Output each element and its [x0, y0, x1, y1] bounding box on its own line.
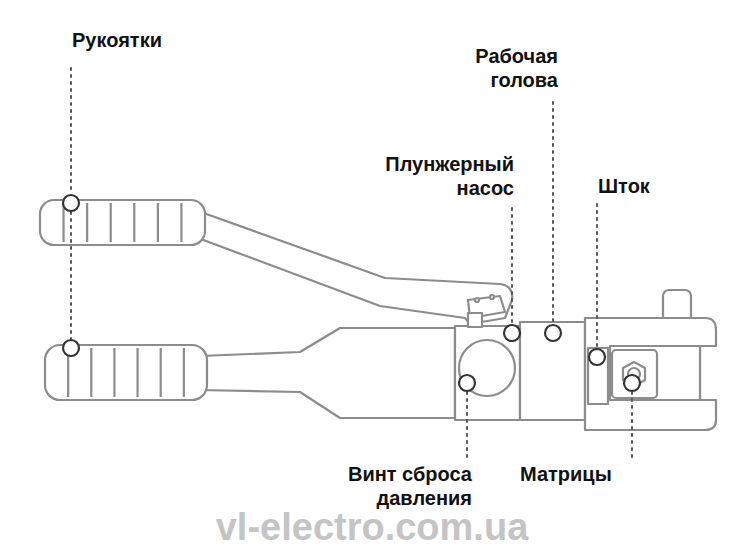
grip-rib [110, 203, 112, 242]
plunger [468, 313, 482, 327]
callout-circle [624, 375, 640, 391]
die-window [610, 346, 700, 400]
grip-rib [183, 348, 185, 397]
callout-circle [545, 325, 561, 341]
grip-rib [113, 348, 115, 397]
pump-disc [459, 340, 515, 396]
leader-line [70, 68, 72, 194]
part-label: Рукоятки [72, 28, 212, 52]
callout-circle [63, 340, 79, 356]
grip-rib [157, 203, 159, 242]
part-label: Шток [598, 174, 698, 198]
leader-line [552, 102, 554, 324]
part-label: Плунжерный насос [379, 152, 514, 200]
watermark: vl-electro.com.ua [216, 507, 529, 547]
part-label: Рабочая голова [443, 44, 558, 92]
rod [588, 348, 608, 404]
grip-rib [160, 348, 162, 397]
lever-hole [475, 298, 479, 302]
leader-line [596, 204, 598, 348]
leader-line [631, 392, 633, 458]
leader-line [466, 392, 468, 458]
die [612, 350, 657, 398]
grip-rib [136, 348, 138, 397]
lower-body [200, 328, 455, 418]
head-frame [585, 318, 716, 430]
grip-rib [180, 203, 182, 242]
callout-circle [504, 325, 520, 341]
part-label: Винт сброса давления [307, 462, 472, 510]
grip-rib [86, 203, 88, 242]
leader-line [511, 208, 513, 324]
upper-arm [198, 211, 512, 324]
lever-hole [490, 295, 494, 299]
grip-rib [133, 203, 135, 242]
callout-circle [459, 375, 475, 391]
working-head [520, 322, 585, 420]
pump-block [455, 326, 520, 420]
callout-circle [589, 349, 605, 365]
leader-line [70, 212, 72, 339]
grip-rib [90, 348, 92, 397]
part-label: Матрицы [520, 462, 650, 486]
callout-circle [63, 195, 79, 211]
